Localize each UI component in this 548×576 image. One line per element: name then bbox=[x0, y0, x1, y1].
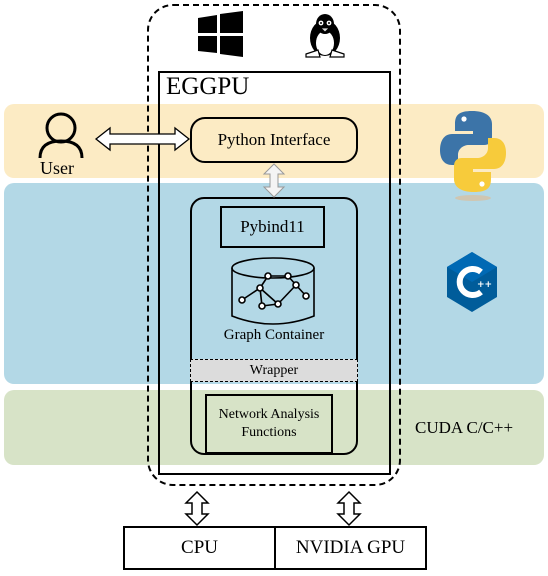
wrapper-label: Wrapper bbox=[249, 362, 299, 378]
python-interface-box: Python Interface bbox=[190, 117, 358, 163]
gpu-label: NVIDIA GPU bbox=[295, 537, 406, 558]
core-library-box bbox=[190, 197, 358, 455]
pybind-label: Pybind11 bbox=[240, 217, 305, 236]
gpu-box: NVIDIA GPU bbox=[274, 526, 427, 570]
cpp-logo-icon: ++ bbox=[447, 252, 497, 312]
network-analysis-box: Network Analysis Functions bbox=[205, 394, 333, 454]
user-interface-arrow bbox=[94, 126, 191, 152]
cpu-label: CPU bbox=[181, 537, 218, 558]
windows-icon bbox=[198, 11, 243, 57]
pybind-box: Pybind11 bbox=[220, 206, 325, 248]
gpu-arrow bbox=[336, 490, 362, 527]
eggpu-title: EGGPU bbox=[166, 73, 250, 100]
cpu-arrow bbox=[184, 490, 210, 527]
linux-tux-icon bbox=[305, 14, 345, 58]
eggpu-box bbox=[158, 71, 391, 475]
svg-text:++: ++ bbox=[477, 280, 492, 290]
database-graph-icon bbox=[231, 257, 315, 325]
os-platform-boundary bbox=[147, 4, 401, 486]
user-label: User bbox=[40, 158, 74, 178]
wrapper-box: Wrapper bbox=[190, 359, 358, 382]
network-analysis-label: Network Analysis Functions bbox=[218, 406, 320, 440]
python-interface-label: Python Interface bbox=[217, 130, 331, 149]
user-icon bbox=[38, 112, 84, 159]
graph-container-label: Graph Container bbox=[223, 327, 325, 343]
cuda-label: CUDA C/C++ bbox=[415, 418, 514, 437]
interface-core-arrow bbox=[262, 163, 286, 198]
python-logo-icon bbox=[440, 111, 506, 201]
